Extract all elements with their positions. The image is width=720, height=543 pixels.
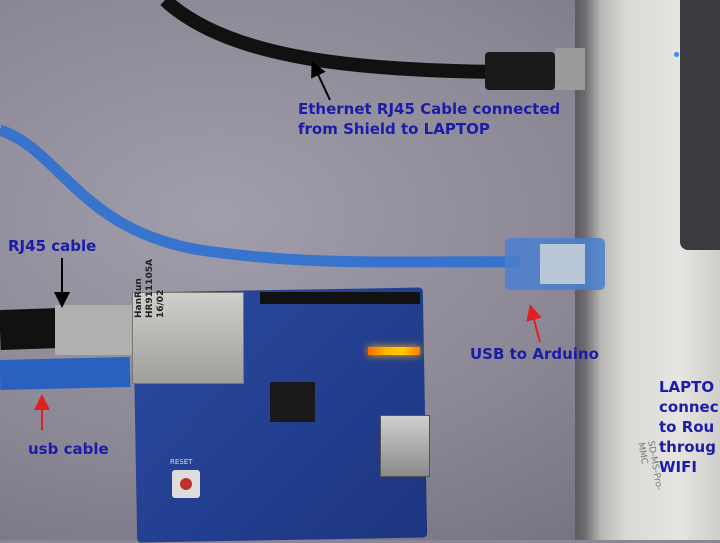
ethernet-arrow — [311, 60, 331, 101]
usb-cable-left — [0, 357, 131, 390]
laptop-annotation-line5: WIFI — [659, 458, 697, 476]
sd-card-slot — [380, 415, 430, 477]
usb-to-arduino-annotation: USB to Arduino — [470, 345, 599, 363]
laptop-annotation-line3: to Rou — [659, 418, 715, 436]
status-leds — [368, 347, 420, 355]
reset-button — [180, 478, 192, 490]
reset-label: RESET — [170, 458, 193, 466]
ethernet-annotation-line1: Ethernet RJ45 Cable connected — [298, 100, 561, 118]
ethernet-plug — [485, 52, 555, 90]
laptop-annotation-line1: LAPTO — [659, 378, 715, 396]
ethernet-plug-tip — [555, 48, 585, 90]
laptop-led — [674, 52, 679, 57]
usb-cable — [0, 124, 521, 268]
ethernet-cable — [160, 0, 501, 79]
rj45-cable-left — [0, 308, 61, 350]
rj45-jack — [132, 292, 244, 384]
ethernet-annotation: Ethernet RJ45 Cable connected from Shiel… — [298, 99, 560, 139]
laptop-annotation-line4: throug — [659, 438, 716, 456]
laptop-keyboard — [680, 0, 720, 250]
ethernet-annotation-line2: from Shield to LAPTOP — [298, 120, 490, 138]
usb-cable-annotation: usb cable — [28, 440, 109, 458]
laptop-annotation: LAPTO connec to Rou throug WIFI — [659, 377, 719, 477]
usb-arduino-arrow — [526, 304, 542, 343]
microcontroller-chip — [270, 382, 315, 422]
pin-header — [260, 292, 420, 304]
rj45-plug-left — [55, 305, 135, 355]
rj45-cable-annotation: RJ45 cable — [8, 237, 97, 255]
usb-plug-grip — [540, 244, 585, 284]
laptop-annotation-line2: connec — [659, 398, 719, 416]
